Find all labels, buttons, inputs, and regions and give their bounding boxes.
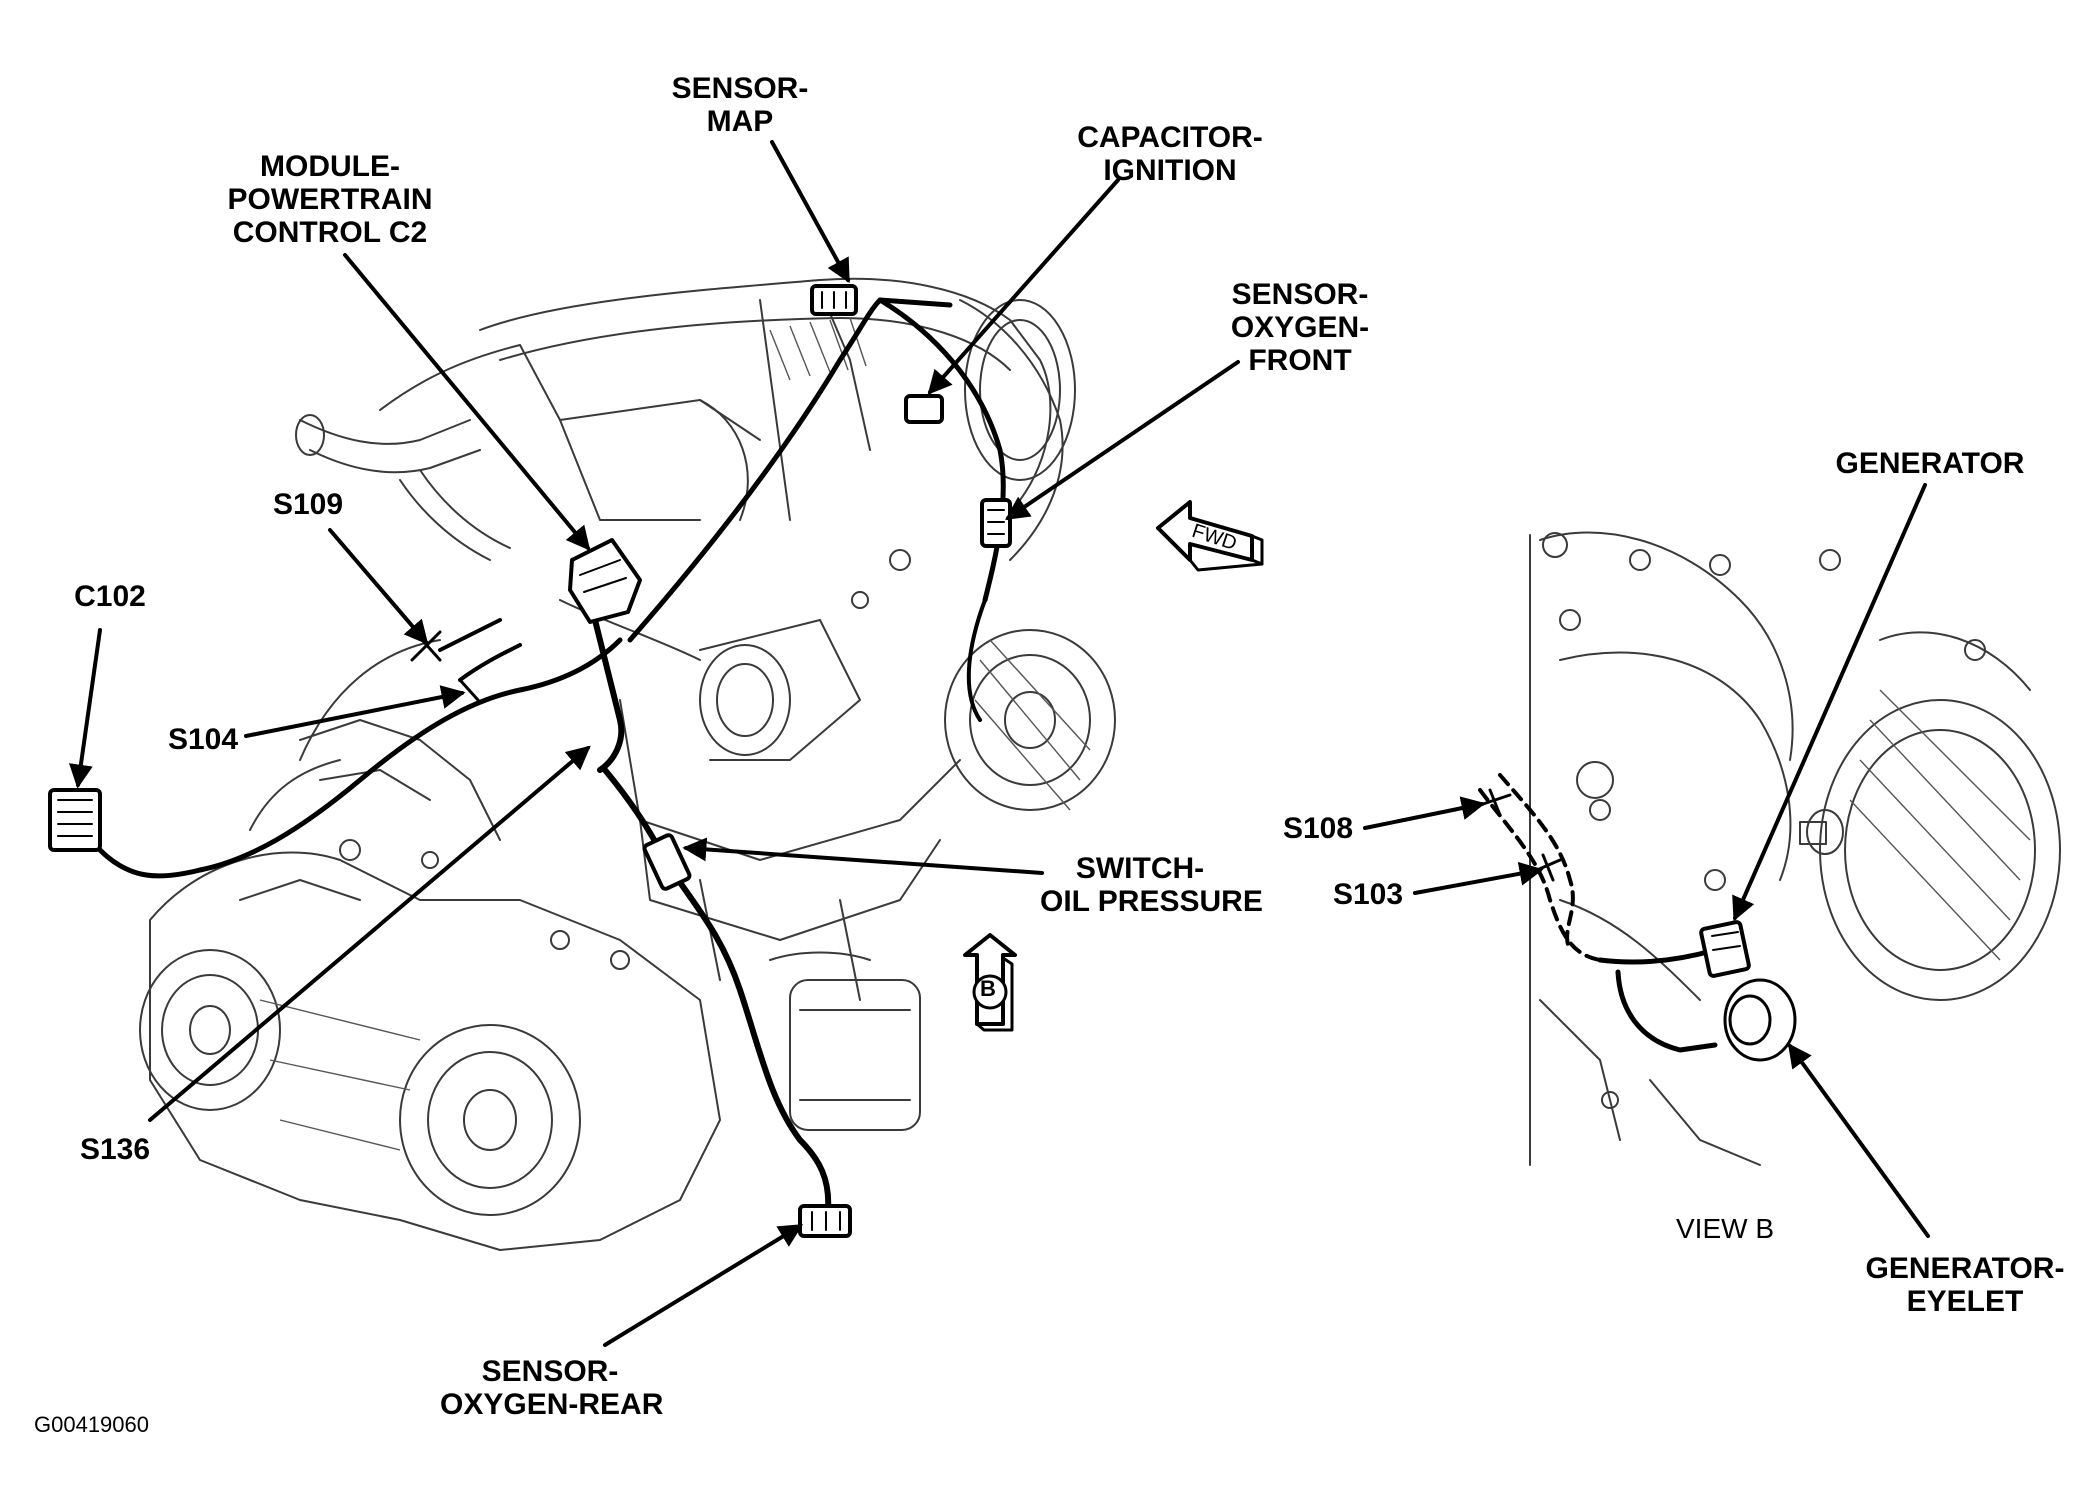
label-capacitor-ignition-line-1: CAPACITOR-: [1077, 121, 1263, 154]
arrow-c102: [68, 628, 102, 789]
arrow-s108: [1363, 796, 1486, 830]
label-s109: S109: [248, 488, 368, 521]
label-switch-oil-pressure-line-2: OIL PRESSURE: [1040, 885, 1263, 918]
arrow-s104: [244, 685, 466, 738]
label-s136: S136: [65, 1133, 165, 1166]
label-sensor-map-line-1: SENSOR-: [671, 72, 809, 105]
arrow-s136: [148, 745, 591, 1122]
pcm-c2-connector: [568, 538, 642, 624]
callout-arrows: [68, 140, 1240, 1347]
label-s104-text: S104: [167, 723, 239, 756]
label-view-b: VIEW B: [1676, 1213, 1775, 1244]
label-sensor-map-line-2: MAP: [706, 105, 774, 138]
arrow-capacitor-ignition: [927, 178, 1120, 395]
label-sensor-oxygen-rear-line-1: SENSOR-: [481, 1355, 619, 1388]
arrow-s103: [1413, 861, 1544, 895]
label-sensor-oxygen-front-line-3: FRONT: [1248, 344, 1352, 377]
view-b-inset: [1363, 483, 2061, 1238]
label-module-pcm-line-2: POWERTRAIN: [227, 183, 433, 216]
label-s108-text: S108: [1282, 812, 1354, 845]
label-generator-eyelet: GENERATOR- EYELET: [1855, 1252, 2075, 1318]
fwd-arrow-icon: [1156, 500, 1264, 572]
label-module-pcm-line-1: MODULE-: [260, 150, 400, 183]
label-c102: C102: [55, 580, 165, 613]
generator-connector: [1699, 920, 1751, 978]
label-s103-text: S103: [1332, 878, 1404, 911]
label-sensor-oxygen-rear-line-2: OXYGEN-REAR: [440, 1388, 664, 1421]
label-generator-text: GENERATOR: [1835, 447, 2025, 480]
label-s103: S103: [1318, 878, 1418, 911]
label-sensor-oxygen-front-line-2: OXYGEN-: [1230, 311, 1370, 344]
label-c102-text: C102: [74, 580, 146, 613]
label-switch-oil-pressure: SWITCH- OIL PRESSURE: [1040, 852, 1263, 918]
label-s109-text: S109: [272, 488, 344, 521]
arrow-module-pcm: [343, 253, 591, 551]
view-b-arrow-icon: [963, 933, 1017, 1032]
label-generator-eyelet-line-2: EYELET: [1906, 1285, 2024, 1318]
label-switch-oil-pressure-line-1: SWITCH-: [1075, 852, 1205, 885]
label-sensor-map: SENSOR- MAP: [660, 72, 820, 138]
view-b-marker-label: B: [980, 976, 996, 1001]
label-sensor-oxygen-front: SENSOR- OXYGEN- FRONT: [1220, 278, 1380, 377]
map-sensor-connector: [810, 284, 858, 316]
engine-line-art: [139, 277, 1116, 1251]
arrow-generator: [1732, 483, 1927, 922]
s104-splice: [458, 678, 480, 702]
arrow-sensor-oxygen-front: [1005, 360, 1240, 521]
label-module-pcm-line-3: CONTROL C2: [232, 216, 428, 249]
c102-connector: [48, 788, 102, 852]
arrow-sensor-map: [770, 140, 850, 284]
oil-pressure-switch-connector: [642, 833, 692, 891]
arrow-s109: [328, 528, 429, 645]
label-generator: GENERATOR: [1820, 447, 2040, 480]
arrow-sensor-oxygen-rear: [603, 1224, 804, 1347]
arrow-generator-eyelet: [1787, 1043, 1930, 1238]
label-s108: S108: [1268, 812, 1368, 845]
wiring-harness: [97, 297, 1006, 1213]
label-capacitor-ignition: CAPACITOR- IGNITION: [1060, 121, 1280, 187]
arrow-switch-oil-pressure: [682, 837, 1044, 875]
label-s136-text: S136: [79, 1133, 151, 1166]
label-sensor-oxygen-rear: SENSOR- OXYGEN-REAR: [440, 1355, 664, 1421]
label-generator-eyelet-line-1: GENERATOR-: [1865, 1252, 2065, 1285]
label-module-pcm: MODULE- POWERTRAIN CONTROL C2: [210, 150, 450, 249]
oxygen-front-connector: [980, 498, 1012, 548]
label-s104: S104: [158, 723, 248, 756]
figure-id: G00419060: [34, 1412, 149, 1437]
label-capacitor-ignition-line-2: IGNITION: [1103, 154, 1237, 187]
capacitor-connector: [904, 394, 944, 424]
connectors: [48, 284, 1012, 1238]
label-sensor-oxygen-front-line-1: SENSOR-: [1231, 278, 1369, 311]
oxygen-rear-connector: [798, 1204, 852, 1238]
